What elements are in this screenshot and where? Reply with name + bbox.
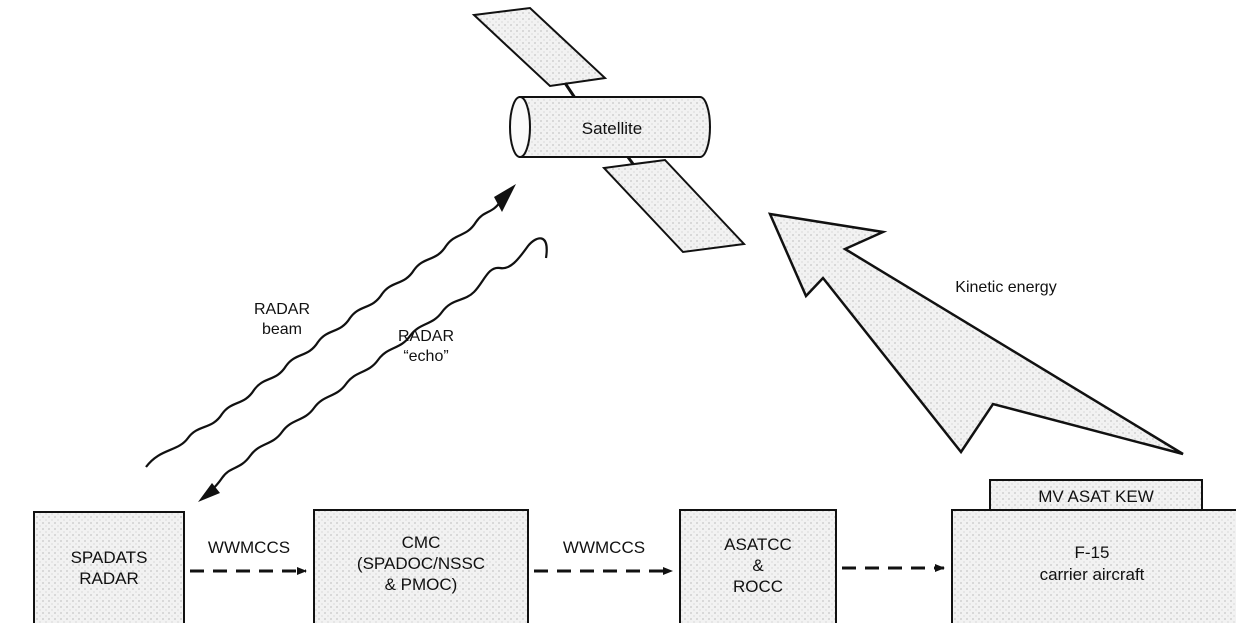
cmc-label-1: CMC xyxy=(402,533,441,552)
spadats-radar-box: SPADATS RADAR xyxy=(33,511,185,623)
cmc-box: CMC (SPADOC/NSSC & PMOC) xyxy=(313,509,529,623)
radar-echo-arrowhead xyxy=(198,483,220,502)
link-spadats-to-cmc: WWMCCS xyxy=(190,538,307,575)
asatcc-label-2: & xyxy=(752,556,764,575)
radar-beam-arrowhead xyxy=(494,184,516,212)
radar-echo-label-1: RADAR xyxy=(398,328,454,345)
radar-echo: RADAR “echo” xyxy=(198,237,548,502)
solar-panel-lower xyxy=(601,158,747,254)
radar-echo-label-2: “echo” xyxy=(403,348,448,365)
solar-panel-upper xyxy=(471,6,608,88)
f15-label-2: carrier aircraft xyxy=(1040,565,1145,584)
mv-asat-kew-label: MV ASAT KEW xyxy=(1038,487,1154,506)
kinetic-energy-label: Kinetic energy xyxy=(955,279,1056,296)
link2-label: WWMCCS xyxy=(563,538,645,557)
f15-carrier-box: F-15 carrier aircraft xyxy=(951,509,1236,623)
panel-strut-upper xyxy=(563,82,577,99)
satellite-label: Satellite xyxy=(582,119,642,138)
link-cmc-to-asatcc: WWMCCS xyxy=(534,538,673,575)
cmc-label-2: (SPADOC/NSSC xyxy=(357,554,485,573)
kinetic-arrow-shape xyxy=(767,212,1184,456)
asatcc-rocc-box: ASATCC & ROCC xyxy=(679,509,837,623)
radar-beam-label-2: beam xyxy=(262,321,302,338)
radar-beam-label-1: RADAR xyxy=(254,301,310,318)
radar-echo-wave xyxy=(209,237,548,493)
spadats-label-2: RADAR xyxy=(79,569,139,588)
spadats-label-1: SPADATS xyxy=(71,548,148,567)
radar-beam: RADAR beam xyxy=(145,184,516,468)
cmc-label-3: & PMOC) xyxy=(385,575,458,594)
link1-label: WWMCCS xyxy=(208,538,290,557)
radar-beam-wave xyxy=(145,201,501,468)
satellite-body: Satellite xyxy=(509,96,711,158)
satellite: Satellite xyxy=(471,6,747,254)
mv-asat-kew-box: MV ASAT KEW xyxy=(989,479,1203,511)
asatcc-label-3: ROCC xyxy=(733,577,783,596)
asatcc-label-1: ASATCC xyxy=(724,535,792,554)
kinetic-energy-arrow: Kinetic energy xyxy=(767,212,1184,456)
f15-label-1: F-15 xyxy=(1075,543,1110,562)
